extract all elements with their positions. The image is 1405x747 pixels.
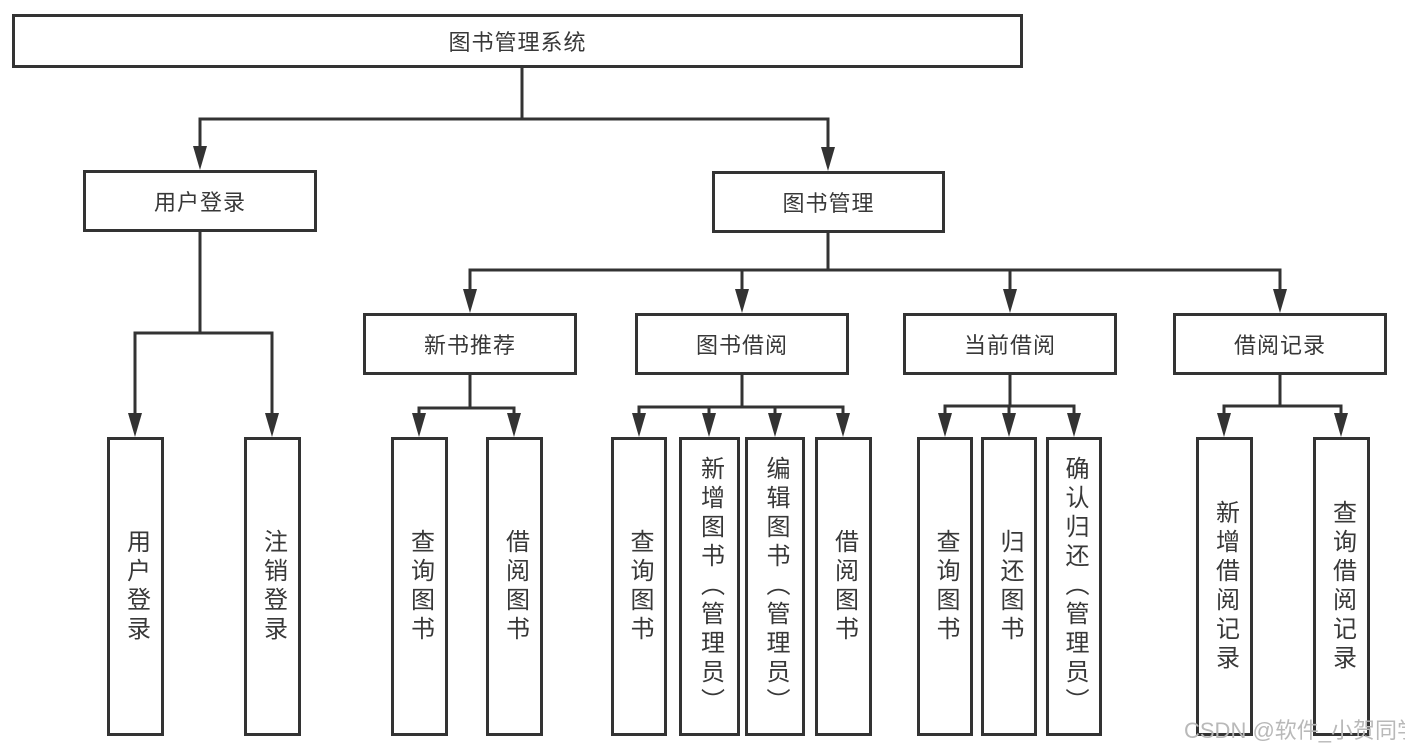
node-user-login-label: 用户登录 (153, 190, 246, 215)
leaf-newbook-borrow-books: 借阅图书 (486, 437, 543, 736)
node-current-borrow: 当前借阅 (903, 313, 1117, 375)
leaf-add-books-admin: 新增图书（管理员） (679, 437, 740, 736)
node-new-book-recommend-label: 新书推荐 (423, 333, 516, 358)
leaf-return-books: 归还图书 (981, 437, 1037, 736)
leaf-borrow-query-books-label: 查询图书 (626, 528, 653, 645)
leaf-confirm-return-admin: 确认归还（管理员） (1046, 437, 1102, 736)
node-root-label: 图书管理系统 (448, 30, 587, 55)
leaf-query-borrow-record-label: 查询借阅记录 (1328, 499, 1356, 674)
csdn-watermark: CSDN @软件_小贺同学 (1184, 718, 1405, 743)
node-borrow-records: 借阅记录 (1173, 313, 1387, 375)
leaf-borrow-query-books: 查询图书 (611, 437, 667, 736)
leaf-current-query-books-label: 查询图书 (932, 528, 959, 645)
leaf-borrow-books: 借阅图书 (815, 437, 872, 736)
node-book-management: 图书管理 (712, 171, 945, 233)
leaf-edit-books-admin: 编辑图书（管理员） (745, 437, 805, 736)
leaf-borrow-books-label: 借阅图书 (830, 528, 858, 645)
node-current-borrow-label: 当前借阅 (963, 333, 1056, 358)
node-root: 图书管理系统 (12, 14, 1023, 68)
leaf-add-books-admin-label: 新增图书（管理员） (696, 456, 724, 717)
node-book-management-label: 图书管理 (782, 191, 875, 216)
node-book-borrow-label: 图书借阅 (695, 333, 788, 358)
leaf-newbook-query-books: 查询图书 (391, 437, 448, 736)
leaf-newbook-query-books-label: 查询图书 (406, 528, 434, 645)
leaf-confirm-return-admin-label: 确认归还（管理员） (1061, 456, 1088, 717)
node-borrow-records-label: 借阅记录 (1233, 333, 1326, 358)
leaf-edit-books-admin-label: 编辑图书（管理员） (762, 456, 789, 717)
leaf-logout: 注销登录 (244, 437, 301, 736)
leaf-logout-label: 注销登录 (259, 528, 287, 645)
leaf-return-books-label: 归还图书 (996, 528, 1023, 645)
leaf-current-query-books: 查询图书 (917, 437, 973, 736)
node-user-login: 用户登录 (83, 170, 317, 232)
leaf-add-borrow-record-label: 新增借阅记录 (1211, 499, 1239, 674)
leaf-user-login-label: 用户登录 (122, 528, 150, 645)
node-book-borrow: 图书借阅 (635, 313, 849, 375)
node-new-book-recommend: 新书推荐 (363, 313, 577, 375)
leaf-add-borrow-record: 新增借阅记录 (1196, 437, 1253, 736)
leaf-newbook-borrow-books-label: 借阅图书 (501, 528, 529, 645)
leaf-user-login: 用户登录 (107, 437, 164, 736)
leaf-query-borrow-record: 查询借阅记录 (1313, 437, 1370, 736)
